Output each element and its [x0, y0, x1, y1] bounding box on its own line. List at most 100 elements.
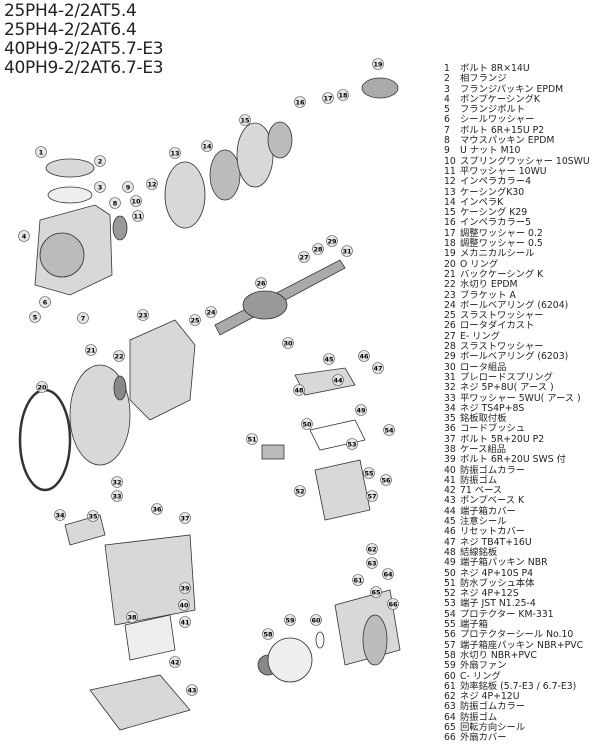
part-name: O リング — [460, 258, 499, 270]
callout-circle — [111, 476, 123, 488]
callout-circle — [363, 467, 375, 479]
part-number: 21 — [444, 268, 456, 280]
callout-circle — [382, 568, 394, 580]
part-name: ボルト 6R+20U SWS 付 — [460, 454, 566, 466]
casing-k29-shape — [236, 122, 274, 188]
part-name: E- リング — [460, 330, 501, 342]
callout-number: 9 — [126, 183, 131, 191]
callout-circle — [186, 684, 198, 696]
callout-circle — [85, 344, 97, 356]
part-number: 10 — [444, 155, 456, 167]
callout-circle — [35, 146, 47, 158]
part-number: 25 — [444, 310, 456, 322]
callout-circle — [294, 485, 306, 497]
callout-circle — [126, 611, 138, 623]
callout-number: 50 — [302, 420, 312, 428]
callout-number: 22 — [114, 352, 123, 360]
part-number: 2 — [444, 73, 450, 85]
callout-circle — [352, 574, 364, 586]
impeller2-shape — [267, 121, 293, 159]
callout-circle — [178, 599, 190, 611]
callout-circle — [322, 92, 334, 104]
part-number: 66 — [444, 732, 456, 744]
callout-number: 57 — [367, 492, 376, 500]
part-name: 端子箱パッキン NBR — [460, 557, 548, 569]
callout-number: 19 — [373, 60, 383, 68]
callout-number: 38 — [127, 613, 137, 621]
part-name: 防振ゴム — [460, 711, 498, 723]
part-number: 12 — [444, 176, 456, 188]
callout-number: 53 — [347, 440, 356, 448]
part-number: 59 — [444, 660, 456, 672]
callout-circle — [29, 311, 41, 323]
mechanical-seal-shape — [361, 77, 399, 99]
callout-number: 15 — [240, 116, 250, 124]
part-name: マウスパッキン EPDM — [460, 135, 555, 147]
callout-number: 36 — [152, 505, 162, 513]
part-name: ケーシング K29 — [460, 207, 528, 219]
part-number: 35 — [444, 413, 456, 425]
callout-circle — [137, 309, 149, 321]
callout-circle — [146, 178, 158, 190]
part-name: ネジ 5P+8U( アース ) — [460, 382, 554, 394]
callout-number: 66 — [388, 600, 398, 608]
callout-circle — [109, 197, 121, 209]
part-number: 33 — [444, 392, 456, 404]
callout-number: 14 — [202, 142, 212, 150]
callout-circle — [36, 381, 48, 393]
part-number: 55 — [444, 619, 456, 631]
part-name: ボルト 8R×14U — [460, 63, 530, 74]
part-name: インペラK — [460, 196, 504, 208]
callout-number: 51 — [247, 435, 257, 443]
callout-circle — [370, 586, 382, 598]
part-number: 54 — [444, 608, 456, 620]
callout-number: 5 — [33, 313, 38, 321]
part-number: 13 — [444, 186, 456, 198]
part-number: 44 — [444, 505, 456, 517]
parts-list-item: 64 防振ゴム — [444, 711, 590, 723]
water-seal-shape — [113, 375, 127, 401]
part-number: 1 — [444, 63, 450, 74]
callout-circle — [366, 490, 378, 502]
callout-number: 34 — [55, 511, 65, 519]
callout-circle — [284, 614, 296, 626]
part-number: 60 — [444, 670, 456, 682]
part-number: 47 — [444, 536, 456, 548]
part-name: ボルト 6R+15U P2 — [460, 124, 545, 136]
casing-k30-shape — [164, 161, 206, 229]
pump-base-shape — [89, 674, 191, 731]
part-number: 20 — [444, 258, 456, 270]
part-number: 62 — [444, 691, 456, 703]
part-name: リセットカバー — [460, 526, 526, 538]
part-number: 43 — [444, 495, 456, 507]
callout-number: 46 — [359, 352, 369, 360]
callout-circle — [366, 557, 378, 569]
callout-circle — [387, 598, 399, 610]
part-name: プロテクターシール No.10 — [460, 629, 574, 641]
part-name: 端子箱 — [460, 619, 488, 631]
callout-circle — [310, 614, 322, 626]
part-number: 24 — [444, 299, 456, 311]
callout-number: 1 — [39, 148, 44, 156]
part-number: 23 — [444, 289, 456, 301]
part-name: ネジ TB4T+16U — [460, 536, 532, 548]
callout-number: 47 — [373, 364, 382, 372]
part-number: 39 — [444, 454, 456, 466]
part-number: 64 — [444, 711, 456, 723]
